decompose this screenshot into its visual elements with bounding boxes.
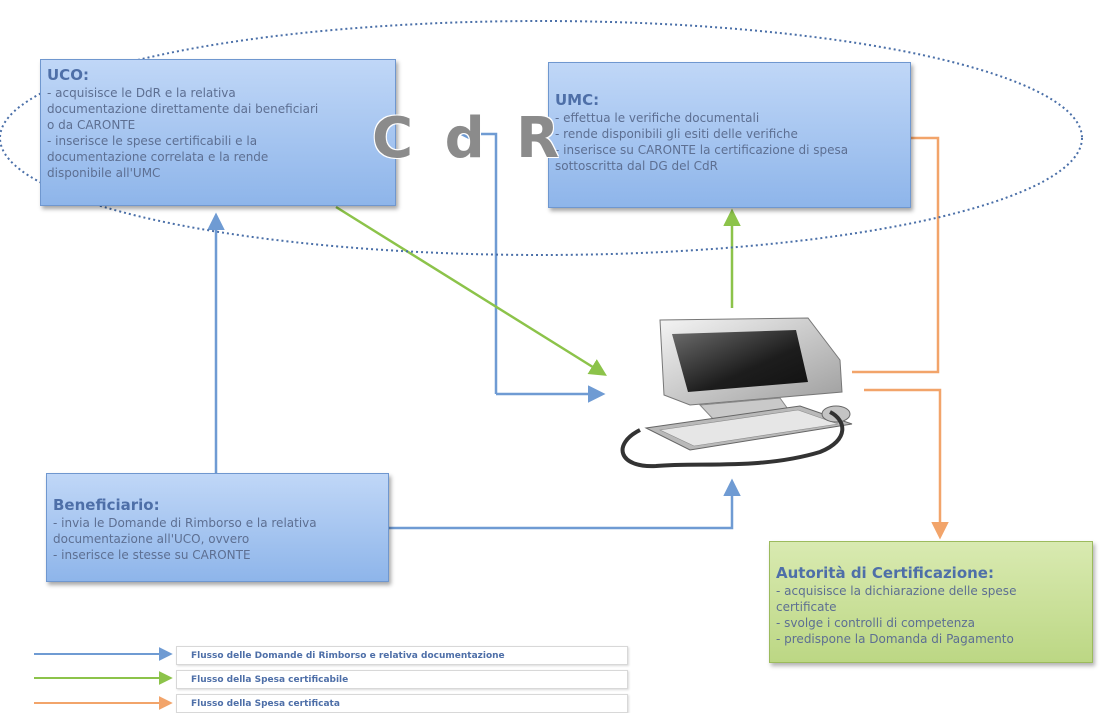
legend-label: Flusso delle Domande di Rimborso e relat… bbox=[191, 651, 505, 661]
legend-item-domande-rimborso: Flusso delle Domande di Rimborso e relat… bbox=[176, 646, 628, 665]
uco-line: disponibile all'UMC bbox=[47, 166, 161, 180]
uco-line: documentazione direttamente dai benefici… bbox=[47, 102, 319, 116]
umc-line: - inserisce su CARONTE la certificazione… bbox=[555, 143, 849, 157]
autorita-line: - acquisisce la dichiarazione delle spes… bbox=[776, 584, 1017, 598]
computer-icon bbox=[620, 317, 853, 469]
beneficiario-line: - invia le Domande di Rimborso e la rela… bbox=[53, 516, 317, 530]
uco-line: - acquisisce le DdR e la relativa bbox=[47, 86, 236, 100]
umc-line: - rende disponibili gli esiti delle veri… bbox=[555, 127, 798, 141]
uco-line: documentazione correlata e la rende bbox=[47, 150, 269, 164]
autorita-line: - svolge i controlli di competenza bbox=[776, 616, 975, 630]
uco-line: - inserisce le spese certificabili e la bbox=[47, 134, 258, 148]
beneficiario-title: Beneficiario: bbox=[53, 496, 160, 514]
cdr-group-ellipse bbox=[0, 20, 1083, 256]
umc-line: - effettua le verifiche documentali bbox=[555, 111, 760, 125]
autorita-line: - predispone la Domanda di Pagamento bbox=[776, 632, 1014, 646]
uco-box: UCO: - acquisisce le DdR e la relativa d… bbox=[40, 59, 396, 206]
umc-line: sottoscritta dal DG del CdR bbox=[555, 159, 718, 173]
beneficiario-box: Beneficiario: - invia le Domande di Rimb… bbox=[46, 473, 389, 582]
legend-label: Flusso della Spesa certificata bbox=[191, 699, 340, 709]
beneficiario-line: documentazione all'UCO, ovvero bbox=[53, 532, 250, 546]
legend-label: Flusso della Spesa certificabile bbox=[191, 675, 349, 685]
legend-arrows bbox=[34, 647, 173, 710]
orange-flow-arrows bbox=[852, 136, 949, 540]
uco-line: o da CARONTE bbox=[47, 118, 136, 132]
legend-item-spesa-certificata: Flusso della Spesa certificata bbox=[176, 694, 628, 713]
autorita-line: certificate bbox=[776, 600, 837, 614]
arrow-umc-to-caronte bbox=[852, 136, 940, 374]
umc-box: UMC: - effettua le verifiche documentali… bbox=[548, 62, 911, 208]
legend-item-spesa-certificabile: Flusso della Spesa certificabile bbox=[176, 670, 628, 689]
arrow-caronte-to-adc bbox=[864, 388, 949, 540]
arrow-beneficiario-to-caronte bbox=[389, 478, 741, 530]
uco-title: UCO: bbox=[47, 66, 89, 84]
autorita-certificazione-box: Autorità di Certificazione: - acquisisce… bbox=[769, 541, 1093, 663]
green-flow-arrows bbox=[335, 205, 741, 376]
autorita-title: Autorità di Certificazione: bbox=[776, 564, 994, 582]
arrow-uco-to-caronte bbox=[335, 205, 607, 376]
arrow-uco-caronte-bidirectional bbox=[458, 125, 498, 394]
beneficiario-line: - inserisce le stesse su CARONTE bbox=[53, 548, 251, 562]
cdr-watermark: C d R bbox=[372, 106, 566, 171]
umc-title: UMC: bbox=[555, 91, 600, 109]
